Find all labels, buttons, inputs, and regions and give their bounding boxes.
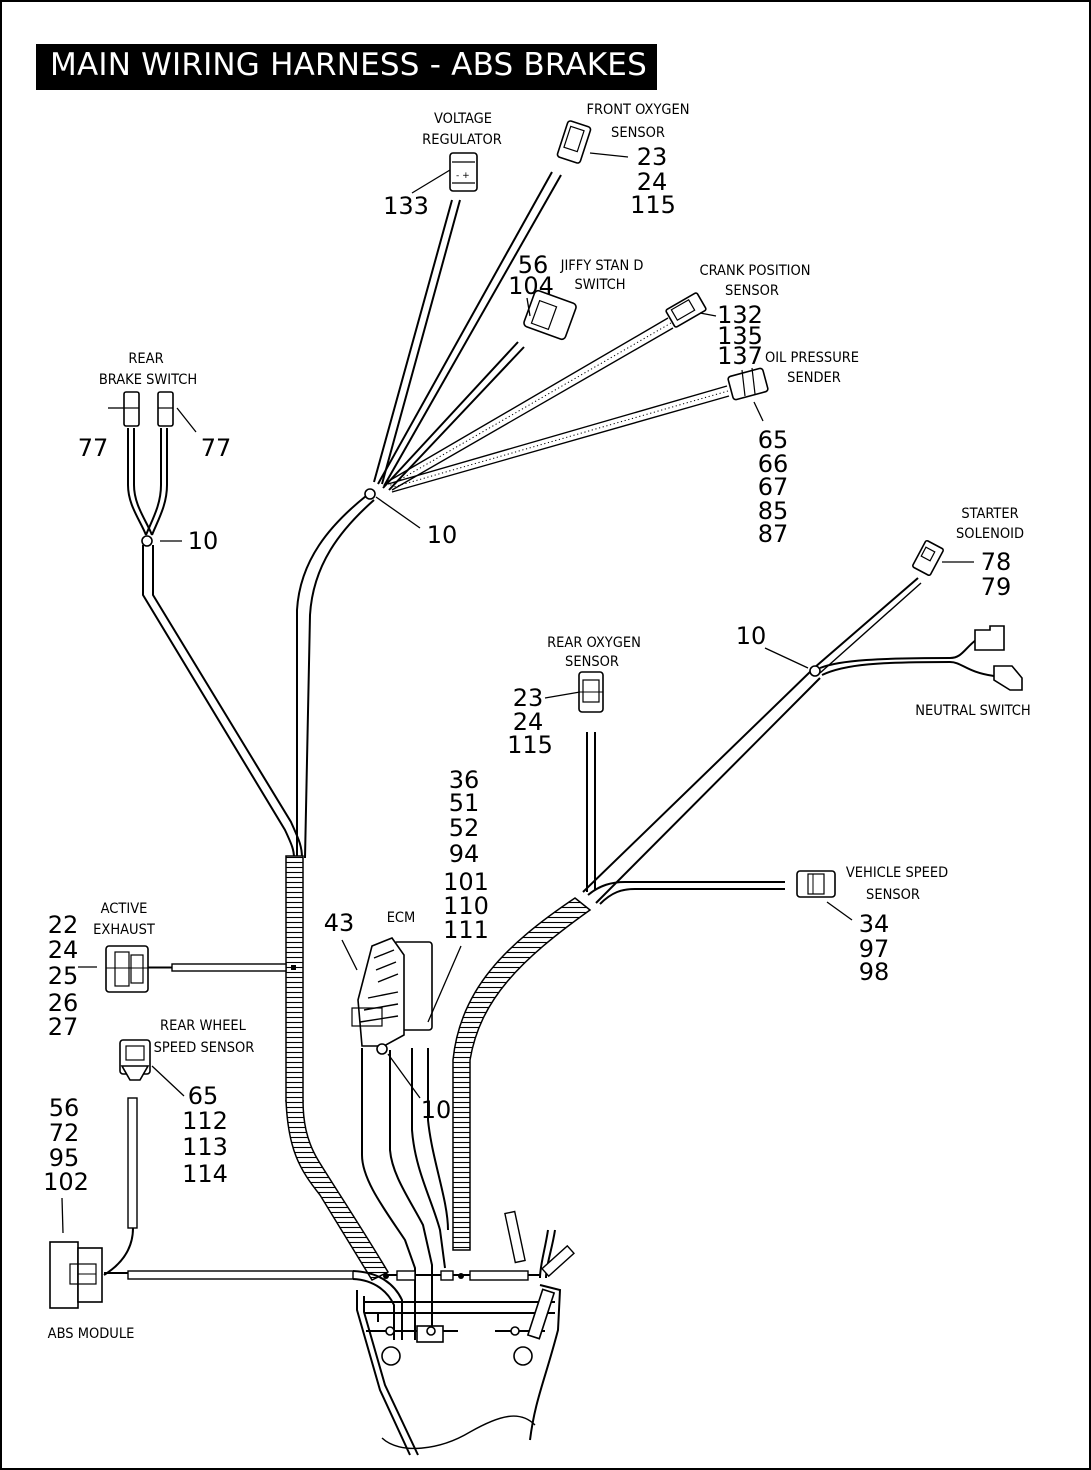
rear-wheel-speed-connector <box>119 1039 151 1081</box>
main-conduit <box>285 855 390 1281</box>
front-oxygen-connector <box>556 120 592 164</box>
voltage-regulator-connector: - + <box>449 152 478 192</box>
bottom-leads <box>383 1210 575 1281</box>
ecm-label: ECM <box>387 910 416 926</box>
callout-clip-ecm: 10 <box>421 1096 452 1124</box>
upper-branches <box>296 171 730 859</box>
callout-rear-brake-right: 77 <box>201 434 232 462</box>
ecm-harness <box>361 1048 449 1340</box>
abs-module-label: ABS MODULE <box>48 1326 135 1342</box>
callout-clip-rear-brake: 10 <box>188 527 219 555</box>
frame-bracket <box>356 1284 562 1456</box>
ecm-part <box>351 937 433 1047</box>
leader-lines <box>61 152 974 1234</box>
svg-text:- +: - + <box>456 171 470 181</box>
right-harness <box>452 577 995 1251</box>
title-bar: MAIN WIRING HARNESS - ABS BRAKES <box>36 44 657 90</box>
oil-pressure-connector <box>727 367 769 401</box>
abs-module-part <box>49 1241 103 1309</box>
vehicle-speed-connector <box>796 870 836 898</box>
rear-brake-branch <box>127 428 303 859</box>
rear-brake-connectors <box>123 391 174 427</box>
active-exhaust-connector <box>105 945 149 993</box>
callout-voltage-regulator: 133 <box>383 192 429 220</box>
starter-solenoid-connector <box>912 539 944 577</box>
neutral-switch-label: NEUTRAL SWITCH <box>915 703 1030 719</box>
callout-clip-upper: 10 <box>427 521 458 549</box>
abs-leads <box>103 1097 403 1340</box>
diagram-title: MAIN WIRING HARNESS - ABS BRAKES <box>50 47 647 83</box>
crank-position-connector <box>665 292 707 328</box>
jiffy-stand-connector <box>523 289 577 341</box>
rear-oxygen-connector <box>578 671 604 713</box>
callout-rear-brake-left: 77 <box>78 434 109 462</box>
callout-clip-right: 10 <box>736 622 767 650</box>
harness-clips <box>141 488 821 1055</box>
callout-ecm-bracket: 43 <box>324 909 355 937</box>
active-exhaust-lead <box>146 963 296 972</box>
neutral-switch-terminals <box>974 625 1023 691</box>
